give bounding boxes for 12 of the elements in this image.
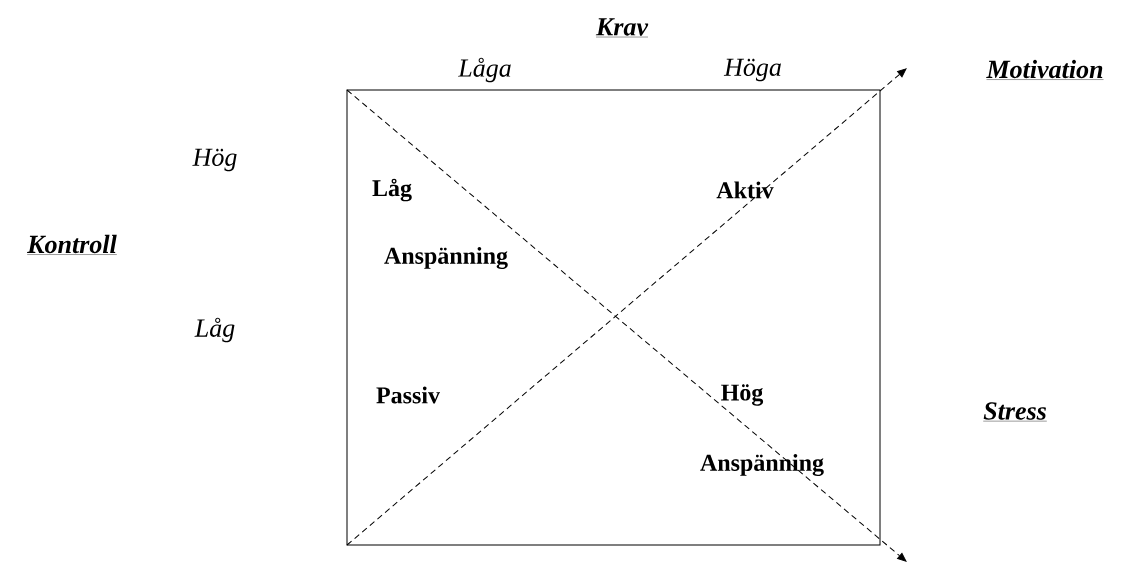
axis-title: Kontroll: [27, 234, 117, 255]
axis-value: Hög: [192, 148, 237, 172]
quadrant-label: Aktiv: [716, 181, 774, 199]
axis-title: Motivation: [986, 59, 1104, 80]
quadrant-label: Anspänning: [384, 247, 508, 269]
quadrant-label: Anspänning: [700, 454, 824, 476]
quadrant-label: Hög: [721, 384, 764, 406]
quadrant-label: Låg: [372, 178, 412, 202]
axis-value: Låg: [194, 317, 235, 343]
quadrant-label: Passiv: [376, 386, 440, 404]
axis-title: Krav: [595, 18, 649, 38]
axis-title: Stress: [983, 402, 1047, 422]
